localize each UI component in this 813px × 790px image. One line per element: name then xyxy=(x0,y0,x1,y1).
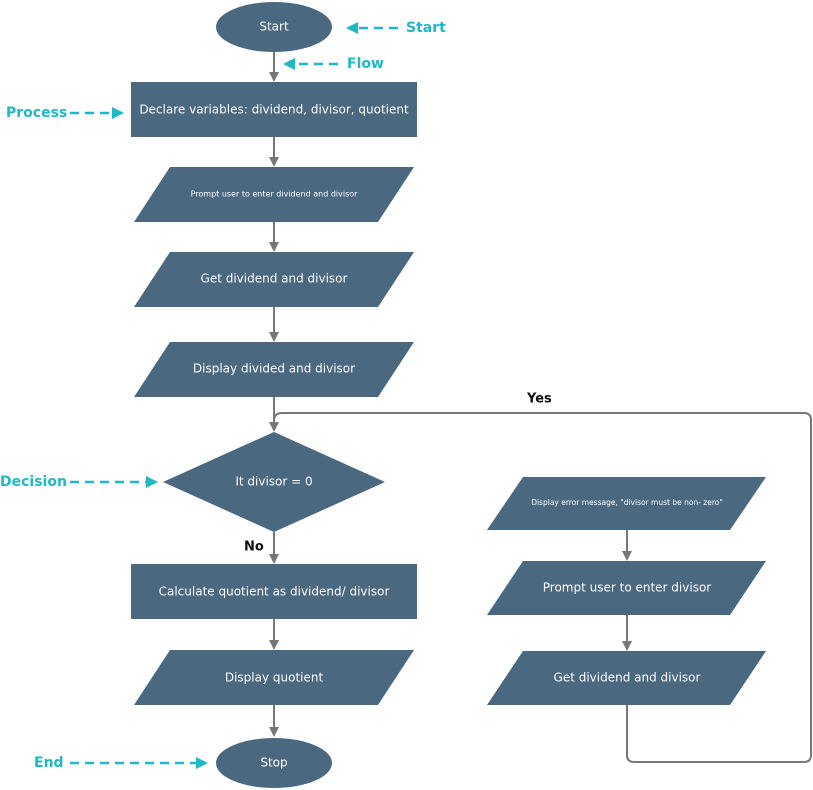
legend-flow: Flow xyxy=(283,56,384,72)
get-dividend-divisor-io: Get dividend and divisor xyxy=(134,252,414,307)
start-node-label: Start xyxy=(259,20,289,34)
legend-flow-label: Flow xyxy=(347,56,384,72)
declare-variables-process: Declare variables: dividend, divisor, qu… xyxy=(131,82,417,137)
start-node: Start xyxy=(216,2,332,52)
display-dividend-divisor-label: Display divided and divisor xyxy=(193,362,355,376)
divisor-zero-decision: It divisor = 0 xyxy=(163,432,385,532)
stop-node: Stop xyxy=(216,738,332,788)
display-quotient-label: Display quotient xyxy=(225,671,324,685)
calculate-quotient-process: Calculate quotient as dividend/ divisor xyxy=(131,564,417,619)
prompt-dividend-divisor-io: Prompt user to enter dividend and diviso… xyxy=(134,167,414,222)
no-edge-label: No xyxy=(244,540,264,555)
legend-start: Start xyxy=(346,20,446,36)
legend-decision-label: Decision xyxy=(0,474,67,490)
display-quotient-io: Display quotient xyxy=(134,650,414,705)
error-message-io: Display error message, "divisor must be … xyxy=(487,477,766,530)
legend-process: Process xyxy=(6,105,124,121)
divisor-zero-decision-label: It divisor = 0 xyxy=(235,475,312,489)
legend-end-label: End xyxy=(34,755,64,771)
edge-loop-back-to-decision xyxy=(273,412,812,763)
legend-end: End xyxy=(34,755,208,771)
prompt-divisor-io: Prompt user to enter divisor xyxy=(487,561,766,615)
display-dividend-divisor-io: Display divided and divisor xyxy=(134,342,414,397)
calculate-quotient-label: Calculate quotient as dividend/ divisor xyxy=(159,585,390,599)
legend-process-label: Process xyxy=(6,105,67,121)
yes-edge-label: Yes xyxy=(526,392,552,407)
get-dividend-divisor-again-io: Get dividend and divisor xyxy=(487,651,766,705)
get-dividend-divisor-again-label: Get dividend and divisor xyxy=(554,671,701,685)
prompt-dividend-divisor-label: Prompt user to enter dividend and diviso… xyxy=(191,190,359,199)
legend-start-label: Start xyxy=(406,20,446,36)
declare-variables-label: Declare variables: dividend, divisor, qu… xyxy=(139,103,409,117)
prompt-divisor-label: Prompt user to enter divisor xyxy=(543,581,712,595)
legend-decision: Decision xyxy=(0,474,158,490)
error-message-label: Display error message, "divisor must be … xyxy=(531,498,723,507)
stop-node-label: Stop xyxy=(260,756,287,770)
get-dividend-divisor-label: Get dividend and divisor xyxy=(201,272,348,286)
